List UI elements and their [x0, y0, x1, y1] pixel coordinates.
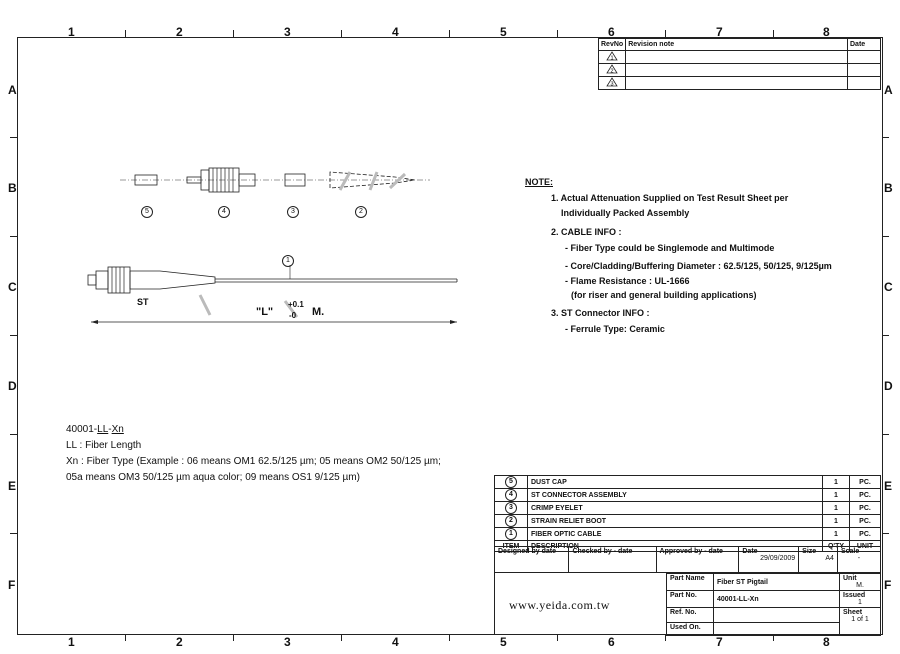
part-number-line: 05a means OM3 50/125 µm aqua color; 09 m… — [66, 472, 360, 483]
designed-by: Designed by date — [493, 546, 570, 573]
website-text: www.yeida.com.tw — [509, 598, 610, 612]
zone-col-label: 4 — [392, 635, 399, 649]
used-on-label: Used On. — [666, 622, 714, 636]
unit-label: M. — [312, 306, 325, 318]
zone-col-label: 5 — [500, 635, 507, 649]
notes-title: NOTE: — [525, 177, 553, 187]
zone-col-label: 7 — [716, 635, 723, 649]
rev-number: 2 — [611, 68, 614, 74]
zone-row-label: E — [884, 479, 893, 493]
rev-number: 3 — [611, 81, 614, 87]
ref-no-label: Ref. No. — [666, 607, 714, 623]
title-block: Designed by date Checked by - date Appro… — [493, 546, 882, 573]
note-line: - Ferrule Type: Ceramic — [565, 324, 665, 334]
zone-row-label: F — [8, 578, 16, 592]
zone-row-label: B — [884, 181, 893, 195]
exploded-parts-drawing — [120, 167, 430, 193]
strain-relief-boot-shape — [329, 171, 416, 189]
part-number-line: LL : Fiber Length — [66, 440, 142, 451]
zone-col-label: 3 — [284, 25, 291, 39]
zone-row-label: C — [8, 280, 17, 294]
note-line: - Fiber Type could be Singlemode and Mul… — [565, 243, 775, 253]
part-callout-3: 3 — [287, 200, 299, 218]
note-line: Individually Packed Assembly — [561, 208, 690, 218]
bill-of-materials: 5 DUST CAP 1 PC. 4 ST CONNECTOR ASSEMBLY… — [494, 475, 881, 552]
part-number-code: 40001-LL-Xn — [66, 424, 124, 435]
rev-row-3: 3 — [597, 76, 627, 90]
rev-triangle-icon: 1 — [606, 51, 618, 61]
rev-header-date: Date — [847, 38, 881, 51]
revision-table: RevNo Revision note Date 1 2 3 — [597, 38, 881, 90]
part-callout-2: 2 — [355, 200, 367, 218]
length-label: "L" — [256, 306, 274, 318]
bom-row: 3 CRIMP EYELET 1 PC. — [494, 501, 881, 515]
part-number-line: Xn : Fiber Type (Example : 06 means OM1 … — [66, 456, 441, 467]
approved-by: Approved by - date — [655, 546, 740, 573]
checked-by: Checked by - date — [568, 546, 657, 573]
bom-row: 4 ST CONNECTOR ASSEMBLY 1 PC. — [494, 488, 881, 502]
part-no-value: 40001-LL-Xn — [713, 590, 840, 608]
note-line: 3. ST Connector INFO : — [551, 308, 650, 318]
tolerance-minus: -0 — [289, 311, 297, 320]
zone-col-label: 6 — [608, 635, 615, 649]
zone-row-label: D — [884, 379, 893, 393]
part-name-label: Part Name — [666, 573, 714, 591]
zone-col-label: 5 — [500, 25, 507, 39]
pigtail-assembly-drawing — [87, 265, 458, 324]
bom-row: 2 STRAIN RELIET BOOT 1 PC. — [494, 514, 881, 528]
st-label: ST — [137, 297, 149, 307]
zone-row-label: F — [884, 578, 892, 592]
zone-row-label: D — [8, 379, 17, 393]
zone-col-label: 2 — [176, 25, 183, 39]
drawing-frame — [17, 37, 883, 635]
note-line: 1. Actual Attenuation Supplied on Test R… — [551, 193, 789, 203]
zone-row-label: E — [8, 479, 17, 493]
zone-col-label: 3 — [284, 635, 291, 649]
note-line: - Flame Resistance : UL-1666 — [565, 276, 690, 286]
rev-header-note: Revision note — [625, 38, 848, 51]
note-line: (for riser and general building applicat… — [571, 290, 757, 300]
zone-col-label: 6 — [608, 25, 615, 39]
part-callout-4: 4 — [218, 200, 230, 218]
rev-row-1: 1 — [597, 50, 627, 64]
part-name-value: Fiber ST Pigtail — [713, 573, 840, 591]
part-no-label: Part No. — [666, 590, 714, 608]
rev-number: 1 — [611, 55, 614, 61]
zone-col-label: 7 — [716, 25, 723, 39]
zone-col-label: 2 — [176, 635, 183, 649]
scale-cell: Scale- — [836, 546, 882, 573]
logo-area: www.yeida.com.tw — [494, 573, 667, 635]
zone-col-label: 8 — [823, 635, 830, 649]
note-line: - Core/Cladding/Buffering Diameter : 62.… — [565, 261, 832, 271]
tolerance-plus: +0.1 — [288, 300, 304, 309]
rev-header-no: RevNo — [597, 38, 627, 51]
bom-row: 5 DUST CAP 1 PC. — [494, 475, 881, 489]
part-callout-1: 1 — [282, 249, 294, 267]
zone-row-label: A — [8, 83, 17, 97]
zone-col-label: 1 — [68, 25, 75, 39]
crimp-eyelet-shape — [284, 173, 306, 187]
zone-col-label: 8 — [823, 25, 830, 39]
rev-row-2: 2 — [597, 63, 627, 77]
rev-triangle-icon: 2 — [606, 64, 618, 74]
dust-cap-shape — [134, 174, 158, 186]
note-line: 2. CABLE INFO : — [551, 227, 622, 237]
bom-row: 1 FIBER OPTIC CABLE 1 PC. — [494, 527, 881, 541]
part-callout-5: 5 — [141, 200, 153, 218]
zone-col-label: 4 — [392, 25, 399, 39]
zone-row-label: B — [8, 181, 17, 195]
zone-col-label: 1 — [68, 635, 75, 649]
rev-triangle-icon: 3 — [606, 77, 618, 87]
zone-row-label: C — [884, 280, 893, 294]
zone-row-label: A — [884, 83, 893, 97]
